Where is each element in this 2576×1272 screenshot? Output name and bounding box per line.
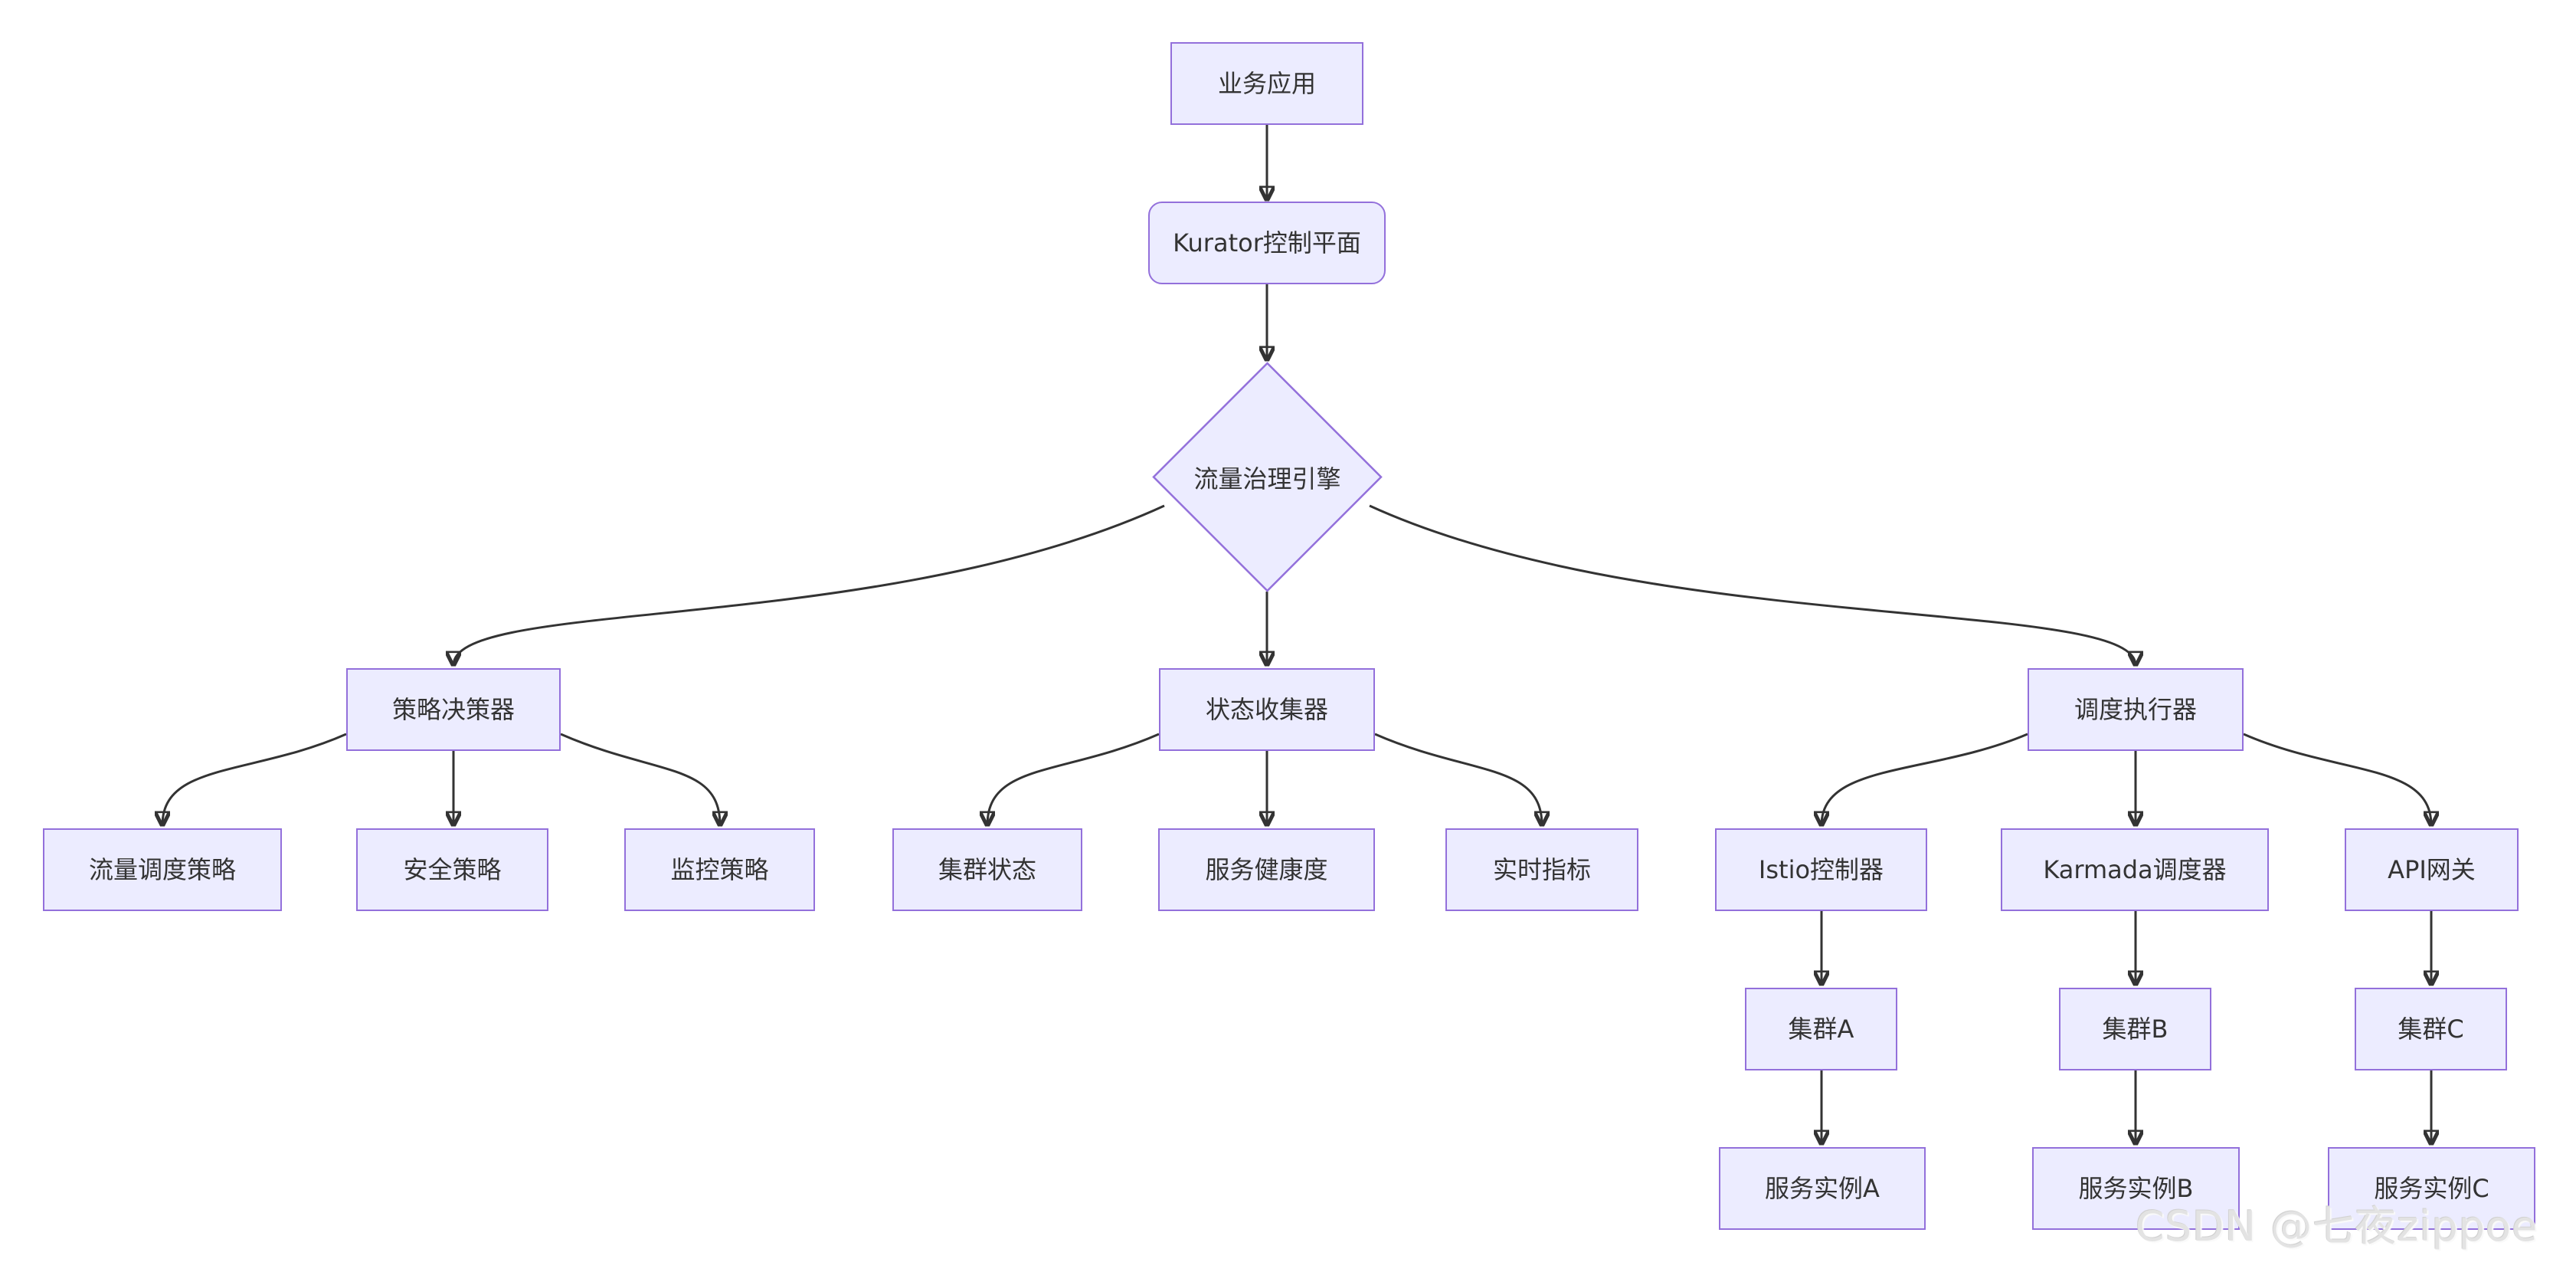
node-service-instance-c: 服务实例C: [2328, 1147, 2535, 1230]
edge-state-to-cluster-state: [987, 733, 1160, 825]
node-service-health: 服务健康度: [1158, 828, 1375, 911]
node-traffic-engine: 流量治理引擎: [1152, 362, 1383, 592]
node-biz-app: 业务应用: [1170, 42, 1363, 125]
node-traffic-policy: 流量调度策略: [43, 828, 282, 911]
diamond-shape: [1152, 362, 1383, 592]
node-kurator-control-plane: Kurator控制平面: [1148, 202, 1386, 284]
node-sched-executor: 调度执行器: [2028, 668, 2244, 751]
csdn-watermark: CSDN @七夜zippoe: [2136, 1202, 2538, 1251]
node-service-instance-a: 服务实例A: [1719, 1147, 1926, 1230]
edge-state-to-realtime-metrics: [1374, 733, 1542, 825]
node-cluster-a: 集群A: [1745, 988, 1897, 1070]
node-monitor-policy: 监控策略: [624, 828, 815, 911]
node-istio-controller: Istio控制器: [1715, 828, 1927, 911]
node-karmada-scheduler: Karmada调度器: [2001, 828, 2269, 911]
edge-traffic-engine-to-policy: [453, 504, 1165, 665]
edge-sched-to-api-gateway: [2243, 733, 2431, 825]
node-service-instance-b: 服务实例B: [2032, 1147, 2240, 1230]
edge-policy-to-monitor-policy: [560, 733, 720, 825]
edge-policy-to-traffic-policy: [162, 733, 347, 825]
node-state-collector: 状态收集器: [1159, 668, 1375, 751]
edge-traffic-engine-to-sched: [1369, 504, 2136, 665]
diamond-label: 流量治理引擎: [1193, 464, 1341, 493]
node-cluster-c: 集群C: [2355, 988, 2507, 1070]
node-api-gateway: API网关: [2345, 828, 2519, 911]
node-security-policy: 安全策略: [356, 828, 548, 911]
node-realtime-metrics: 实时指标: [1445, 828, 1638, 911]
node-cluster-state: 集群状态: [892, 828, 1082, 911]
node-cluster-b: 集群B: [2059, 988, 2211, 1070]
edge-sched-to-istio: [1822, 733, 2028, 825]
node-policy-decider: 策略决策器: [346, 668, 561, 751]
